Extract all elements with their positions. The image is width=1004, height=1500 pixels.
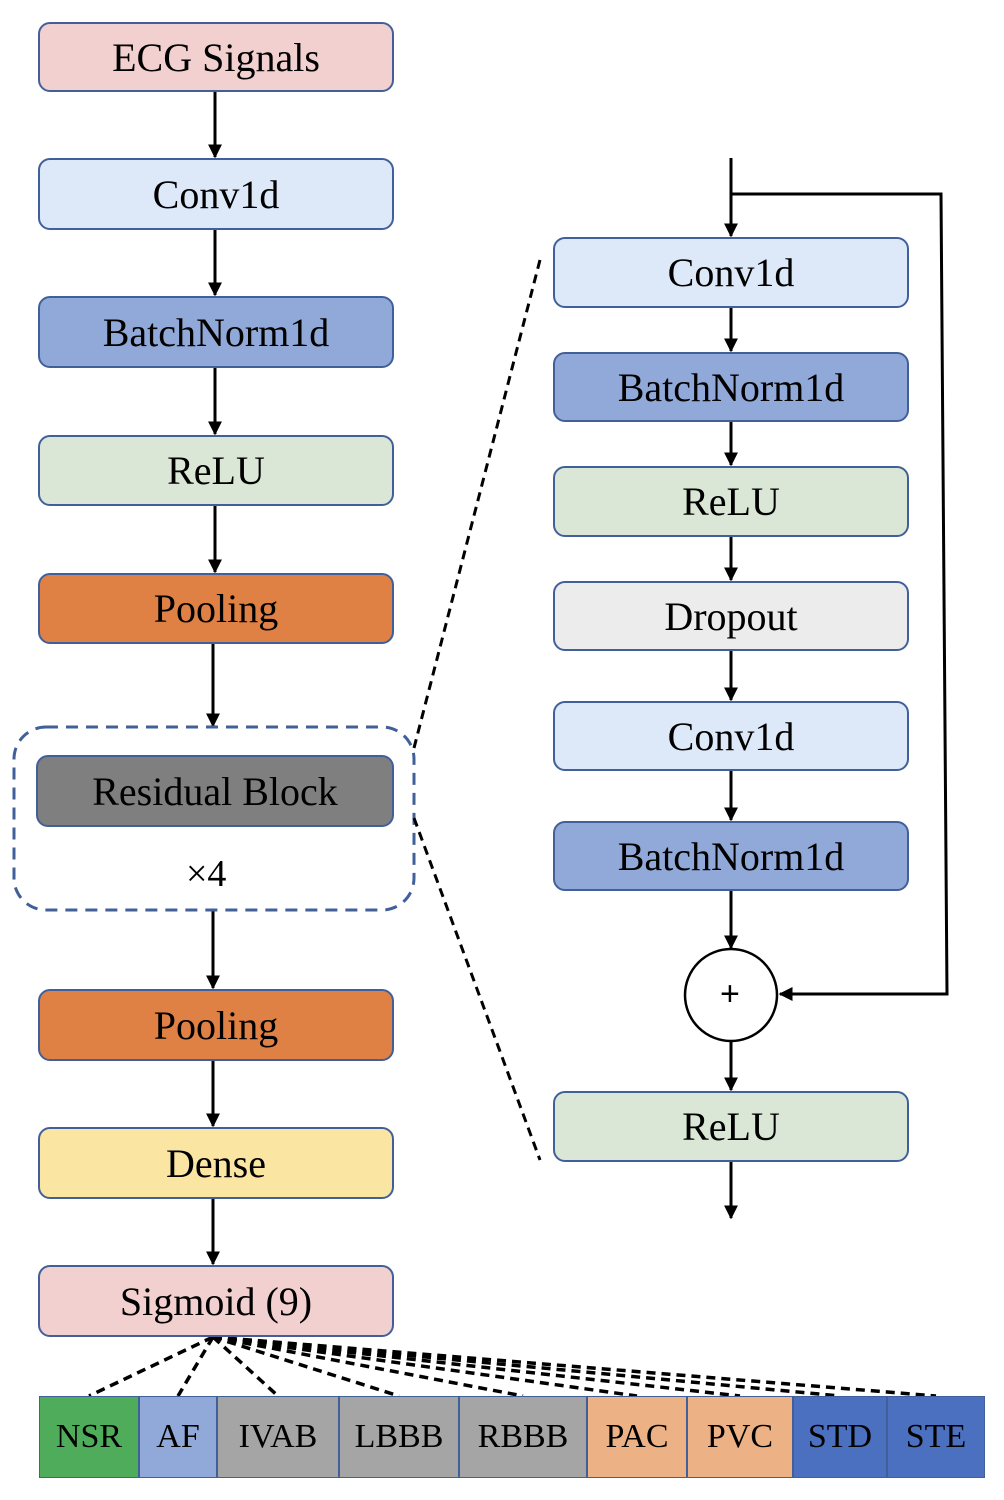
class-std: STD: [793, 1396, 887, 1478]
class-label: NSR: [55, 1418, 123, 1455]
node-relu: ReLU: [38, 435, 394, 506]
class-label: PAC: [605, 1418, 669, 1455]
fanout-line-nsr: [88, 1335, 214, 1398]
res-node-conv1d-2: Conv1d: [553, 701, 909, 771]
res-node-relu-1: ReLU: [553, 466, 909, 537]
node-label: Conv1d: [152, 171, 280, 217]
class-label: STE: [905, 1418, 967, 1455]
node-label: Dropout: [664, 593, 798, 639]
node-label: BatchNorm1d: [102, 309, 330, 355]
node-conv1d: Conv1d: [38, 158, 394, 230]
add-symbol: +: [720, 975, 740, 1013]
node-label: BatchNorm1d: [617, 364, 845, 410]
class-lbbb: LBBB: [339, 1396, 459, 1478]
node-residual-block: Residual Block: [36, 755, 394, 827]
class-label: AF: [156, 1418, 200, 1455]
fanout-line-lbbb: [212, 1335, 400, 1398]
node-label: Pooling: [153, 586, 279, 631]
res-node-conv1d-1: Conv1d: [553, 237, 909, 308]
class-label: IVAB: [238, 1418, 318, 1455]
class-af: AF: [139, 1396, 217, 1478]
fanout-line-rbbb: [212, 1335, 524, 1398]
skip-connection: [731, 192, 949, 1001]
node-ecg-signals: ECG Signals: [38, 22, 394, 92]
node-label: Conv1d: [667, 713, 795, 759]
output-fanout: [88, 1335, 937, 1398]
class-label: PVC: [706, 1418, 774, 1455]
node-label: ReLU: [682, 479, 780, 524]
class-label: RBBB: [477, 1418, 569, 1455]
class-nsr: NSR: [39, 1396, 139, 1478]
class-label: LBBB: [354, 1418, 444, 1455]
node-dense: Dense: [38, 1127, 394, 1199]
node-label: ECG Signals: [112, 34, 320, 80]
class-rbbb: RBBB: [459, 1396, 587, 1478]
fanout-line-af: [176, 1336, 215, 1397]
class-ste: STE: [887, 1396, 985, 1478]
node-label: BatchNorm1d: [617, 833, 845, 879]
res-node-batchnorm1d-1: BatchNorm1d: [553, 352, 909, 422]
node-label: ReLU: [167, 448, 265, 493]
node-label: Dense: [166, 1140, 266, 1186]
node-label: ReLU: [682, 1104, 780, 1149]
fanout-line-pac: [212, 1335, 638, 1398]
node-label: Pooling: [153, 1002, 279, 1048]
node-label: Residual Block: [92, 768, 338, 814]
class-ivab: IVAB: [217, 1396, 339, 1478]
node-label: Sigmoid (9): [119, 1278, 313, 1324]
fanout-line-pvc: [212, 1335, 741, 1398]
repeat-count: ×4: [186, 853, 227, 895]
class-label: STD: [807, 1418, 873, 1455]
res-node-batchnorm1d-2: BatchNorm1d: [553, 821, 909, 891]
res-node-dropout: Dropout: [553, 581, 909, 651]
add-node: [683, 947, 779, 1043]
class-pvc: PVC: [687, 1396, 793, 1478]
node-batchnorm1d: BatchNorm1d: [38, 296, 394, 368]
node-label: Conv1d: [667, 250, 795, 295]
fanout-line-ste: [212, 1335, 937, 1398]
class-pac: PAC: [587, 1396, 687, 1478]
node-sigmoid: Sigmoid (9): [38, 1265, 394, 1337]
zoom-line-top: [412, 255, 543, 749]
node-pooling-1: Pooling: [38, 573, 394, 644]
res-node-relu-2: ReLU: [553, 1091, 909, 1162]
node-pooling-2: Pooling: [38, 989, 394, 1061]
zoom-line-bottom: [412, 817, 542, 1161]
